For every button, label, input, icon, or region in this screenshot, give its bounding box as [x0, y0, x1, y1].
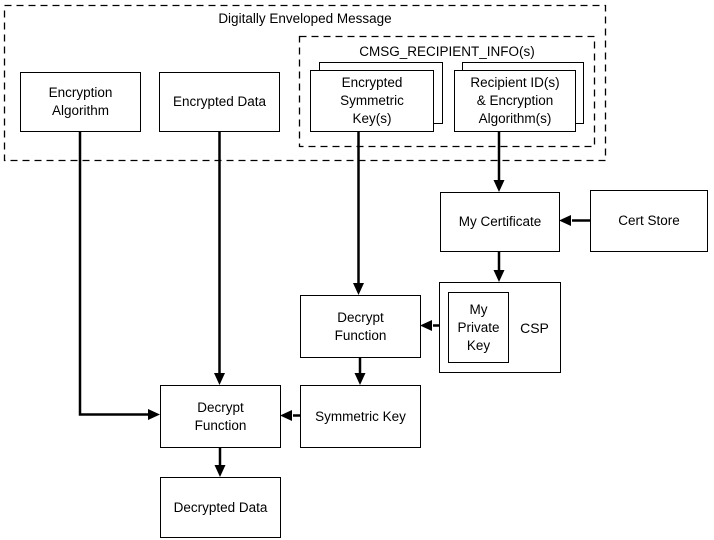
recipient-info-group-title: CMSG_RECIPIENT_INFO(s) [359, 44, 535, 59]
node-encrypted-data: Encrypted Data [159, 72, 280, 132]
node-encryption-algorithm: Encryption Algorithm [20, 72, 141, 132]
edge-encryption-algorithm-to-decrypt-function [78, 131, 149, 416]
envelope-group-border [3, 4, 607, 162]
node-symmetric-key: Symmetric Key [300, 385, 421, 448]
node-my-private-key: My Private Key [448, 292, 509, 363]
arrowhead-into-decrypt-function-top [214, 373, 225, 385]
arrowhead-into-decrypt-function-left [148, 409, 160, 420]
arrowhead-into-my-certificate-right [559, 215, 571, 226]
arrowhead-into-upper-decrypt-function-top [353, 283, 364, 295]
node-encrypted-symmetric-keys: Encrypted Symmetric Key(s) [310, 70, 434, 132]
node-my-certificate: My Certificate [440, 192, 560, 252]
arrowhead-into-csp-top [493, 270, 505, 282]
node-cert-store: Cert Store [590, 190, 708, 252]
arrowhead-into-decrypted-data-top [214, 465, 226, 477]
node-decrypted-data: Decrypted Data [160, 477, 281, 538]
arrowhead-into-upper-decrypt-function-right [420, 320, 432, 331]
node-recipient-ids: Recipient ID(s) & Encryption Algorithm(s… [454, 70, 576, 132]
node-decrypt-function-lower: Decrypt Function [160, 385, 281, 448]
envelope-group-title: Digitally Enveloped Message [218, 11, 392, 26]
csp-label: CSP [520, 319, 549, 336]
arrowhead-into-my-certificate-top [493, 180, 505, 192]
node-decrypt-function-upper: Decrypt Function [300, 295, 421, 358]
arrowhead-into-symmetric-key-top [354, 373, 366, 385]
arrowhead-into-decrypt-function-right [280, 410, 292, 421]
recipient-info-group-border [298, 35, 596, 148]
